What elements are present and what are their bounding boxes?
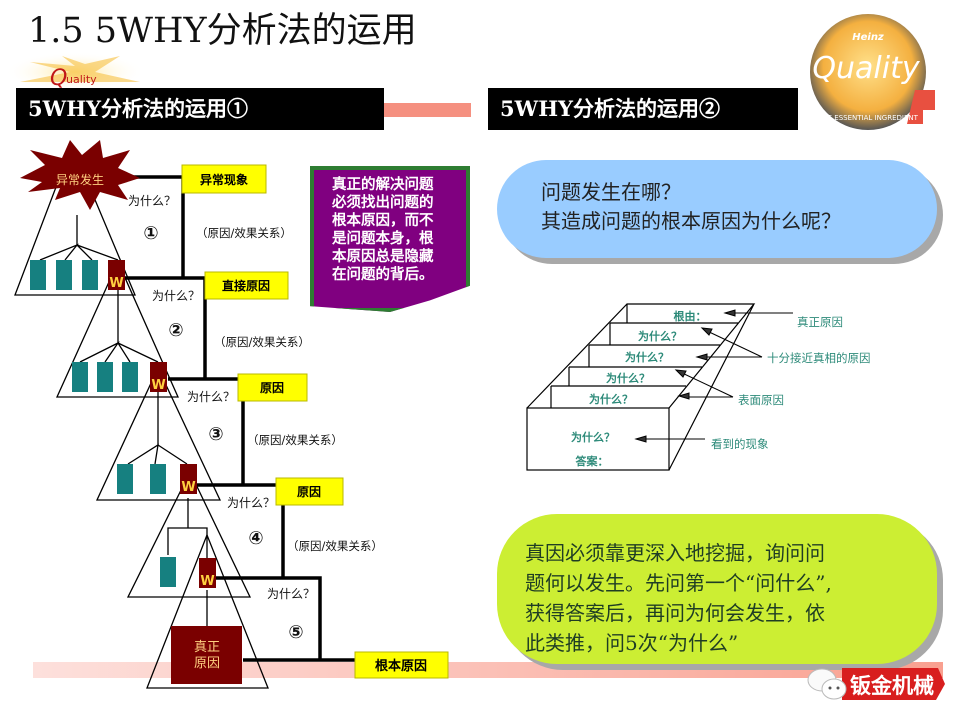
box-side-label: 十分接近真相的原因 (767, 351, 871, 365)
result-label: 原因 (297, 484, 321, 499)
answer-line: 真因必须靠更深入地挖掘，询问问 (525, 541, 825, 565)
triangle-2 (55, 260, 180, 398)
w-marker: W (200, 574, 214, 589)
cause-box (117, 464, 133, 494)
question-bubble: 问题发生在哪？ 其造成问题的根本原因为什么呢？ (497, 160, 937, 258)
relation-label: （原因/效果关系） (247, 433, 343, 447)
root-cause-text: 真正 (194, 640, 220, 655)
box-layer-label: 为什么？ (606, 371, 650, 385)
quality-seal-logo: Heinz Quality THE ESSENTIAL INGREDIENT (810, 14, 935, 130)
box-side-label: 表面原因 (738, 393, 784, 407)
note-line: 根本原因，而不 (332, 213, 434, 229)
why-labels: 为什么？ 为什么？ 为什么？ 为什么？ 为什么？ (128, 194, 315, 601)
root-cause-box (171, 626, 242, 684)
page-title: 1.5 5WHY分析法的运用 (28, 11, 417, 51)
why-label: 为什么？ (227, 496, 275, 510)
step-number: ② (168, 320, 183, 341)
anomaly-label: 异常发生 (56, 172, 104, 187)
why-label: 为什么？ (187, 390, 235, 404)
left-panel-header: 5WHY分析法的运用① (16, 88, 384, 130)
box-layer-label: 根由： (674, 309, 707, 323)
root-cause-text: 原因 (194, 656, 220, 671)
box-layer-label: 为什么？ (638, 329, 682, 343)
cause-boxes (30, 260, 176, 587)
box-side-label: 真正原因 (797, 315, 843, 329)
why-label: 为什么？ (128, 194, 176, 208)
right-panel-header: 5WHY分析法的运用② (488, 88, 798, 130)
triangle-4 (126, 470, 252, 598)
result-label: 根本原因 (375, 658, 427, 674)
step-number: ① (143, 223, 158, 244)
svg-text:Heinz: Heinz (852, 32, 884, 43)
cause-box (122, 362, 138, 392)
triangle-1 (14, 143, 136, 296)
answer-bubble: 真因必须靠更深入地挖掘，询问问 题何以发生。先问第一个“问什么”, 获得答案后，… (497, 514, 937, 664)
anomaly-starburst (20, 140, 140, 210)
result-label: 原因 (260, 380, 284, 395)
cause-box (56, 260, 72, 290)
relation-label: （原因/效果关系） (196, 226, 292, 240)
note-line: 在问题的背后。 (332, 267, 434, 283)
why-label: 为什么？ (152, 289, 200, 303)
result-label: 异常现象 (200, 172, 248, 187)
cause-box (160, 557, 176, 587)
step-numbers: ① ② ③ ④ ⑤ (143, 223, 303, 643)
relation-label: （原因/效果关系） (214, 335, 310, 349)
box-arrows (634, 309, 793, 443)
note-line: 是问题本身，根 (332, 231, 434, 247)
box-front-label: 为什么？ (571, 430, 615, 444)
box-layer-label: 为什么？ (625, 350, 669, 364)
svg-text:Q: Q (50, 66, 67, 91)
step-number: ⑤ (288, 622, 303, 643)
triangle-5 (146, 533, 269, 689)
result-label: 直接原因 (222, 278, 270, 293)
step-number: ④ (248, 528, 263, 549)
svg-text:Quality: Quality (812, 51, 920, 86)
result-labels: 异常现象 直接原因 原因 原因 根本原因 (181, 164, 449, 679)
header-accent-bar (383, 103, 471, 117)
question-line: 其造成问题的根本原因为什么呢？ (541, 209, 841, 233)
relation-label: （原因/效果关系） (287, 539, 383, 553)
quality-logo-left: Q uality (5, 52, 145, 92)
svg-text:THE ESSENTIAL INGREDIENT: THE ESSENTIAL INGREDIENT (817, 114, 919, 122)
step-number: ③ (208, 424, 223, 445)
answer-line: 此类推，问5次“为什么” (525, 631, 739, 655)
box-side-label: 看到的现象 (711, 437, 769, 451)
cause-box (97, 362, 113, 392)
w-marker: W (109, 276, 123, 291)
relation-labels: （原因/效果关系） （原因/效果关系） （原因/效果关系） （原因/效果关系） (196, 226, 383, 553)
question-line: 问题发生在哪？ (541, 180, 681, 204)
wechat-watermark: 钣金机械 (807, 668, 945, 700)
triangle-3 (95, 366, 222, 501)
box-layer-labels: 根由： 为什么？ 为什么？ 为什么？ 为什么？ 为什么？ 答案： (571, 309, 707, 468)
note-line: 必须找出问题的 (332, 195, 434, 211)
w-marker: W (151, 378, 165, 393)
w-marker: W (181, 480, 195, 495)
cause-box (72, 362, 88, 392)
watermark-text: 钣金机械 (850, 674, 934, 698)
why-label: 为什么？ (267, 587, 315, 601)
cause-box (150, 464, 166, 494)
box-layer-label: 为什么？ (589, 392, 633, 406)
answer-line: 获得答案后，再问为何会发生，依 (525, 601, 825, 625)
box-front-label: 答案： (576, 454, 609, 468)
w-boxes: W W W W (108, 260, 216, 589)
wechat-icon (807, 668, 847, 700)
answer-line: 题何以发生。先问第一个“问什么”, (525, 571, 832, 595)
note-line: 真正的解决问题 (332, 177, 434, 193)
svg-text:uality: uality (66, 73, 97, 86)
box-side-labels: 真正原因 十分接近真相的原因 表面原因 看到的现象 (711, 315, 871, 451)
note-line: 本原因总是隐藏 (332, 249, 434, 265)
footer-accent-bar (33, 662, 943, 678)
triangles (14, 143, 269, 689)
five-why-tree-diagram: W W W W 真正 原因 异常发生 异常现象 直接原因 原因 原因 根本原因 … (14, 140, 449, 689)
cause-box (82, 260, 98, 290)
root-cause-note: 真正的解决问题 必须找出问题的 根本原因，而不 是问题本身，根 本原因总是隐藏 … (310, 166, 470, 312)
cause-box (30, 260, 46, 290)
